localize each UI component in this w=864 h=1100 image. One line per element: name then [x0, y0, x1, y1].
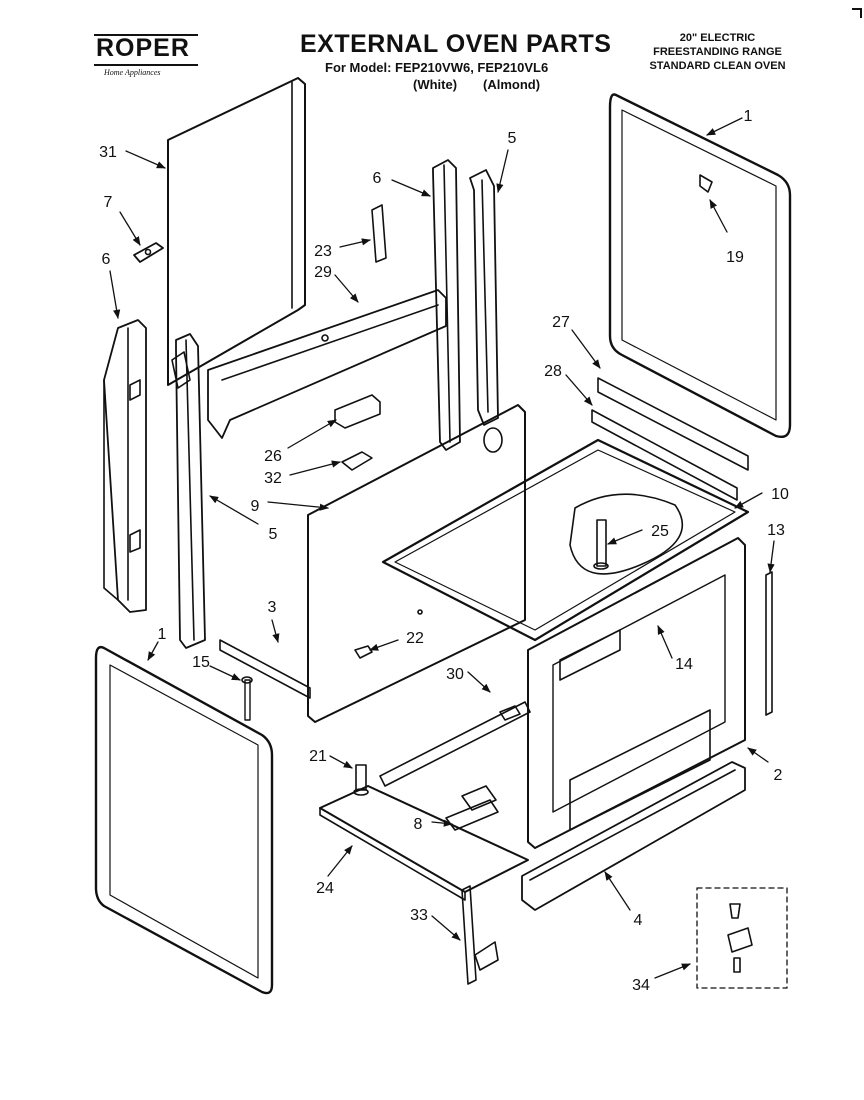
part-front-frame [527, 537, 746, 849]
part-bracket-8 [445, 785, 499, 831]
callout-c19: 19 [726, 249, 744, 266]
corner-mark [852, 8, 862, 18]
part-back-brace [207, 289, 447, 439]
callout-c21: 21 [309, 748, 327, 765]
part-side-rail-center [432, 159, 461, 451]
part-channel-center [469, 169, 499, 426]
callout-c4: 4 [634, 912, 643, 929]
logo-brand-text: ROPER [96, 34, 190, 62]
callout-c34: 34 [632, 977, 650, 994]
callout-c26: 26 [264, 448, 282, 465]
callout-c3: 3 [268, 599, 277, 616]
part-strip-23 [371, 204, 387, 263]
part-bracket-32 [341, 451, 373, 471]
part-side-rail-left [103, 319, 147, 613]
callout-c27: 27 [552, 314, 570, 331]
part-post-25 [593, 519, 609, 570]
variant-almond: (Almond) [483, 77, 541, 92]
variant-white: (White) [413, 77, 458, 92]
part-rail-30 [379, 701, 531, 787]
part-bottom-plate [319, 785, 529, 901]
part-kick-plate [521, 761, 746, 911]
callout-c28: 28 [544, 363, 562, 380]
logo-top-bar [94, 34, 198, 36]
callout-c9: 9 [251, 498, 260, 515]
model-line: For Model: FEP210VW6, FEP210VL6 [325, 60, 549, 75]
callout-c25: 25 [651, 523, 669, 540]
part-terminal-block [334, 394, 381, 429]
callout-c14: 14 [675, 656, 693, 673]
callout-c8: 8 [414, 816, 423, 833]
callout-c23: 23 [314, 243, 332, 260]
callout-c32: 32 [264, 470, 282, 487]
part-side-panel [167, 77, 306, 386]
part-bracket-33 [461, 885, 499, 985]
part-bottom-rail-3 [219, 639, 311, 699]
part-hardware-kit-34 [696, 887, 788, 989]
part-rod-13 [765, 571, 773, 716]
callout-c2: 2 [774, 767, 783, 784]
callout-c33: 33 [410, 907, 428, 924]
callout-c24: 24 [316, 880, 334, 897]
callout-c13: 13 [767, 522, 785, 539]
logo-subtitle: Home Appliances [104, 68, 161, 77]
leader-lines [109, 117, 775, 979]
spec-line-2: FREESTANDING RANGE [653, 46, 782, 58]
callout-c1a: 1 [744, 108, 753, 125]
callout-c1b: 1 [158, 626, 167, 643]
part-oven-top [381, 438, 750, 642]
callout-c6a: 6 [373, 170, 382, 187]
part-screw-15 [241, 676, 253, 721]
callout-c15: 15 [192, 654, 210, 671]
callout-c10: 10 [771, 486, 789, 503]
callout-c5b: 5 [269, 526, 278, 543]
roper-logo: ROPER Home Appliances [94, 34, 200, 78]
callout-c31: 31 [99, 144, 117, 161]
callout-c30: 30 [446, 666, 464, 683]
page-title: EXTERNAL OVEN PARTS [300, 30, 612, 58]
callout-c6b: 6 [102, 251, 111, 268]
part-strip-27 [597, 377, 749, 471]
callout-c5a: 5 [508, 130, 517, 147]
part-door-frame-top [608, 93, 792, 439]
part-clip-22 [354, 645, 373, 659]
part-channel-left [171, 333, 206, 649]
callout-c29: 29 [314, 264, 332, 281]
part-rear-panel [307, 404, 526, 723]
part-bracket-7 [133, 242, 164, 263]
logo-bottom-bar [94, 64, 198, 66]
callout-c7: 7 [104, 194, 113, 211]
spec-line-3: STANDARD CLEAN OVEN [649, 60, 786, 72]
part-door-frame-bottom [94, 645, 274, 995]
callout-c22: 22 [406, 630, 424, 647]
spec-line-1: 20" ELECTRIC [679, 32, 756, 44]
part-strip-28 [591, 409, 738, 501]
